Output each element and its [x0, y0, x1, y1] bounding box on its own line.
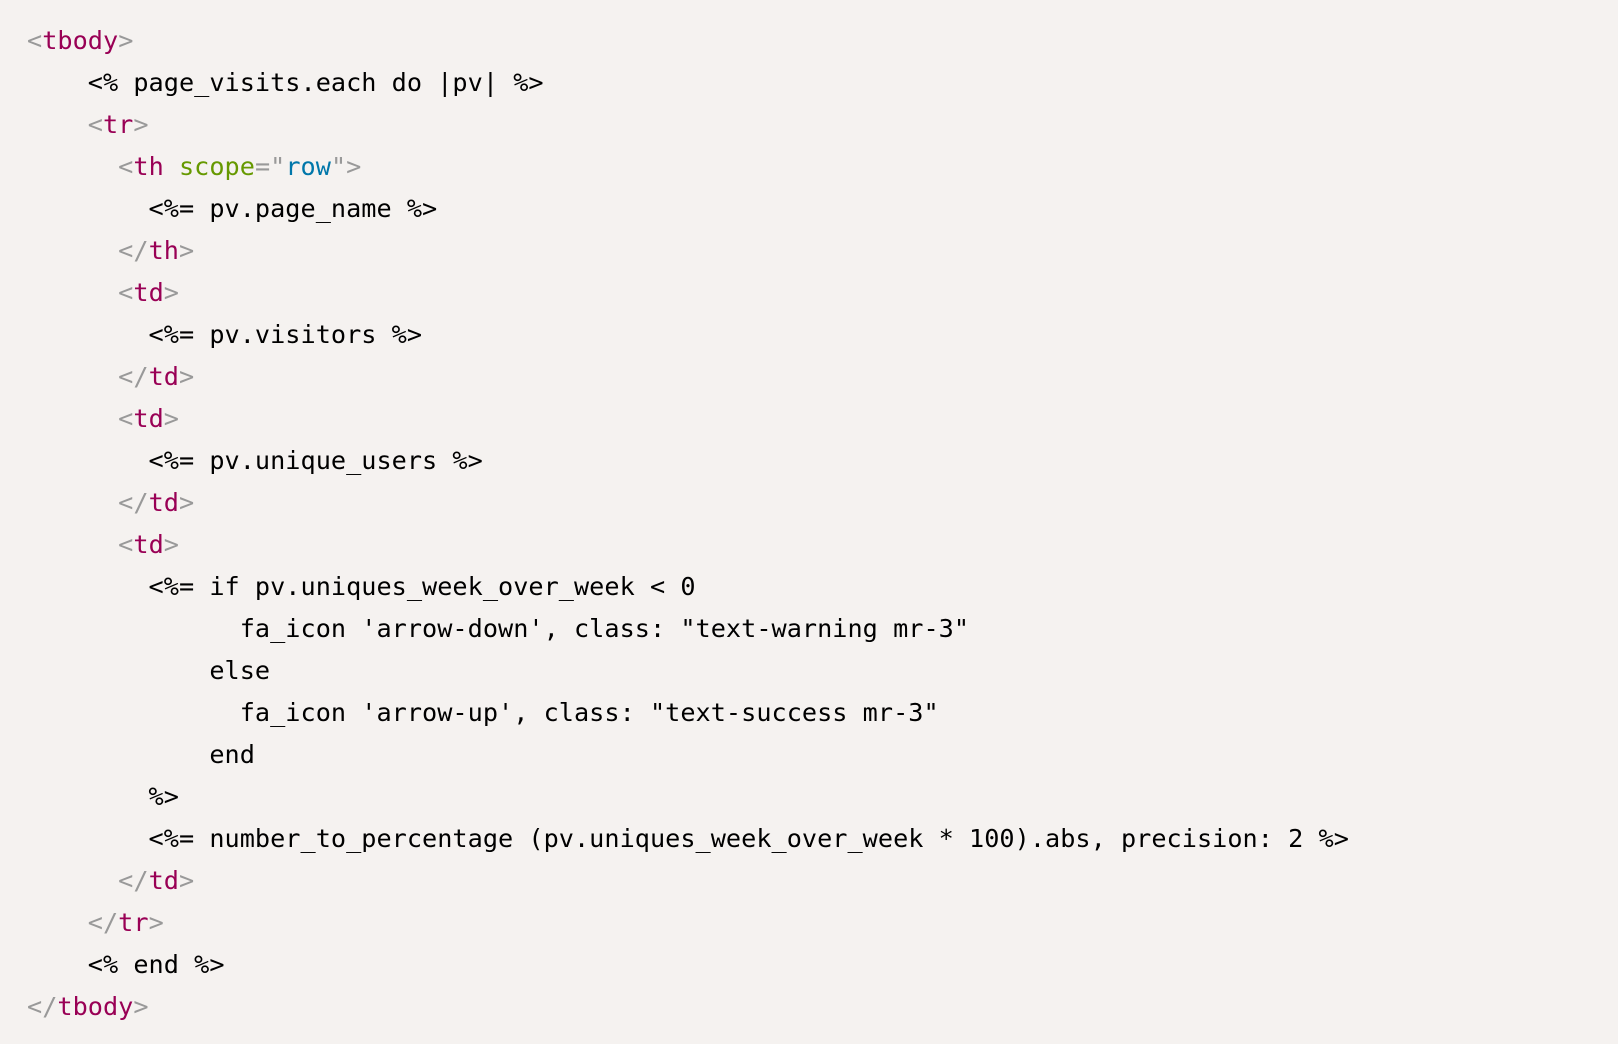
punctuation-token: > [178, 866, 195, 895]
code-line: %> [27, 776, 1349, 818]
tag-name-token: th [148, 236, 179, 265]
punctuation-token: </ [118, 362, 149, 391]
code-line: <% page_visits.each do |pv| %> [27, 62, 1349, 104]
code-block: <tbody> <% page_visits.each do |pv| %> <… [27, 20, 1349, 1028]
tag-name-token: td [133, 404, 164, 433]
code-text-token [27, 404, 118, 433]
code-text-token [27, 530, 118, 559]
code-line: </th> [27, 230, 1349, 272]
punctuation-token: < [118, 278, 134, 307]
punctuation-token: > [118, 26, 134, 55]
code-text-token: <%= number_to_percentage (pv.uniques_wee… [27, 824, 1349, 853]
punctuation-token: < [118, 152, 134, 181]
tag-name-token: tr [102, 110, 134, 139]
tag-name-token: tr [118, 908, 149, 937]
code-line: </td> [27, 356, 1349, 398]
punctuation-token: > [163, 404, 179, 433]
code-line: <td> [27, 524, 1349, 566]
code-text-token: fa_icon 'arrow-down', class: "text-warni… [27, 614, 970, 643]
code-text-token: <%= if pv.uniques_week_over_week < 0 [27, 572, 696, 601]
punctuation-token: </ [118, 866, 149, 895]
punctuation-token: > [133, 110, 149, 139]
tag-name-token: th [133, 152, 164, 181]
punctuation-token: =" [254, 152, 286, 181]
code-line: <%= pv.visitors %> [27, 314, 1349, 356]
tag-name-token: tbody [57, 992, 134, 1021]
punctuation-token: > [178, 236, 195, 265]
punctuation-token: > [178, 488, 195, 517]
code-line: <td> [27, 398, 1349, 440]
punctuation-token: </ [27, 992, 58, 1021]
code-line: <tbody> [27, 20, 1349, 62]
punctuation-token: </ [118, 236, 149, 265]
code-text-token [27, 488, 118, 517]
tag-name-token: td [133, 278, 164, 307]
code-line: end [27, 734, 1349, 776]
code-line: fa_icon 'arrow-up', class: "text-success… [27, 692, 1349, 734]
code-text-token [27, 362, 118, 391]
punctuation-token: < [118, 404, 134, 433]
code-text-token [27, 152, 118, 181]
code-text-token [27, 236, 118, 265]
code-line: </td> [27, 860, 1349, 902]
code-line: else [27, 650, 1349, 692]
code-text-token [27, 908, 88, 937]
tag-name-token: td [148, 362, 179, 391]
punctuation-token: > [133, 992, 149, 1021]
code-text-token [27, 110, 88, 139]
code-text-token [27, 278, 118, 307]
code-text-token [27, 866, 118, 895]
code-text-token: else [27, 656, 271, 685]
code-line: <tr> [27, 104, 1349, 146]
punctuation-token: > [178, 362, 195, 391]
code-line: fa_icon 'arrow-down', class: "text-warni… [27, 608, 1349, 650]
code-text-token: <%= pv.visitors %> [27, 320, 423, 349]
code-text-token: <% end %> [27, 950, 225, 979]
code-line: <th scope="row"> [27, 146, 1349, 188]
code-line: </tbody> [27, 986, 1349, 1028]
tag-name-token: tbody [42, 26, 119, 55]
punctuation-token: </ [87, 908, 119, 937]
tag-name-token: td [148, 866, 179, 895]
tag-name-token: td [133, 530, 164, 559]
punctuation-token: > [163, 530, 179, 559]
code-line: <% end %> [27, 944, 1349, 986]
punctuation-token: < [27, 26, 43, 55]
code-text-token: <% page_visits.each do |pv| %> [27, 68, 544, 97]
code-line: <%= pv.unique_users %> [27, 440, 1349, 482]
code-text-token [164, 152, 179, 181]
code-line: <%= if pv.uniques_week_over_week < 0 [27, 566, 1349, 608]
attr-value-token: row [285, 152, 331, 181]
punctuation-token: < [118, 530, 134, 559]
code-line: </td> [27, 482, 1349, 524]
punctuation-token: "> [330, 152, 362, 181]
code-line: <%= pv.page_name %> [27, 188, 1349, 230]
code-text-token: %> [27, 782, 179, 811]
code-text-token: <%= pv.unique_users %> [27, 446, 483, 475]
attr-name-token: scope [178, 152, 255, 181]
code-text-token: fa_icon 'arrow-up', class: "text-success… [27, 698, 939, 727]
punctuation-token: < [87, 110, 103, 139]
code-text-token: end [27, 740, 255, 769]
code-line: <td> [27, 272, 1349, 314]
code-line: </tr> [27, 902, 1349, 944]
code-line: <%= number_to_percentage (pv.uniques_wee… [27, 818, 1349, 860]
code-text-token: <%= pv.page_name %> [27, 194, 438, 223]
tag-name-token: td [148, 488, 179, 517]
punctuation-token: </ [118, 488, 149, 517]
punctuation-token: > [163, 278, 179, 307]
punctuation-token: > [148, 908, 164, 937]
